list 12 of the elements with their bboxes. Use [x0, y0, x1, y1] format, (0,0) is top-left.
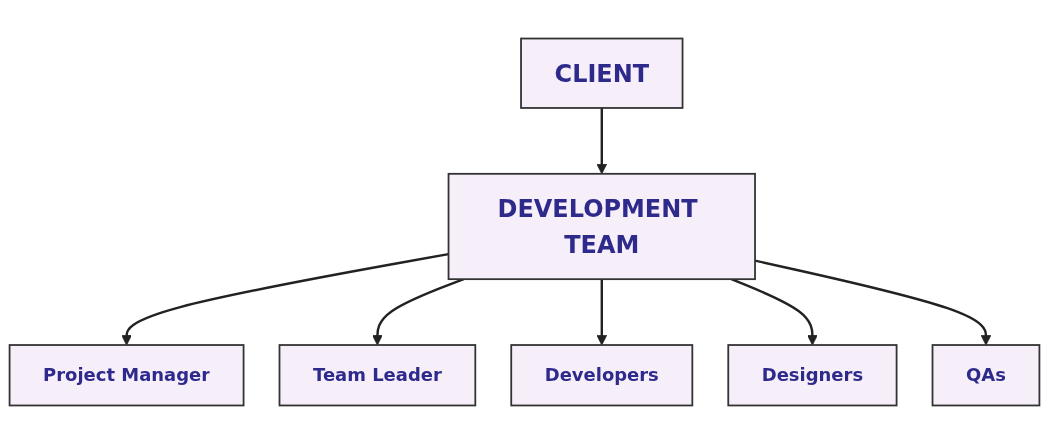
node-box: DEVELOPMENT TEAM	[447, 172, 756, 281]
node-box: Team Leader	[278, 344, 477, 407]
node-box: Project Manager	[8, 344, 245, 407]
node-box: Designers	[727, 344, 898, 407]
node-box: CLIENT	[520, 37, 684, 109]
arrow	[372, 278, 465, 346]
arrow	[596, 279, 608, 346]
node-box: Developers	[510, 344, 694, 407]
arrow	[730, 278, 818, 346]
arrow	[121, 252, 449, 346]
node-box: QAs	[931, 344, 1041, 407]
arrow	[596, 107, 608, 175]
